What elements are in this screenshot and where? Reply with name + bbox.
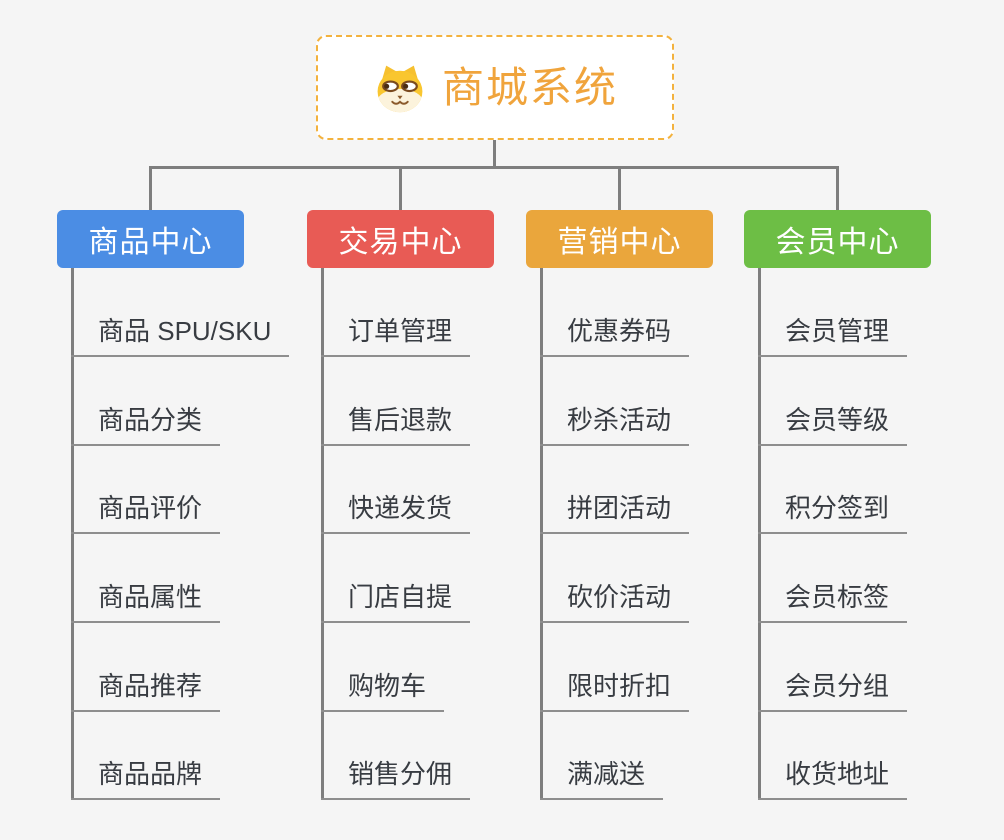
- leaf-node[interactable]: 砍价活动: [540, 579, 690, 623]
- leaf-node[interactable]: 会员标签: [758, 579, 908, 623]
- connector-drop-member: [836, 166, 839, 211]
- leaf-node[interactable]: 优惠券码: [540, 313, 690, 357]
- root-title: 商城系统: [441, 63, 618, 111]
- leaf-node[interactable]: 积分签到: [758, 490, 908, 534]
- leaf-node[interactable]: 拼团活动: [540, 490, 690, 534]
- branch-header-marketing[interactable]: 营销中心: [526, 210, 713, 268]
- branch-header-member[interactable]: 会员中心: [744, 210, 931, 268]
- leaf-node[interactable]: 收货地址: [758, 756, 908, 800]
- leaf-node[interactable]: 订单管理: [321, 313, 471, 357]
- connector-root-stub: [493, 139, 496, 168]
- leaf-node[interactable]: 售后退款: [321, 402, 471, 446]
- root-node[interactable]: 商城系统: [316, 35, 674, 140]
- leaf-node[interactable]: 会员等级: [758, 402, 908, 446]
- leaf-node[interactable]: 秒杀活动: [540, 402, 690, 446]
- leaf-node[interactable]: 商品品牌: [71, 756, 221, 800]
- leaf-node[interactable]: 商品分类: [71, 402, 221, 446]
- leaf-node[interactable]: 会员分组: [758, 668, 908, 712]
- leaf-node[interactable]: 门店自提: [321, 579, 471, 623]
- leaf-node[interactable]: 商品推荐: [71, 668, 221, 712]
- leaf-node[interactable]: 快递发货: [321, 490, 471, 534]
- branch-line-trade: [321, 268, 324, 800]
- branch-line-member: [758, 268, 761, 800]
- connector-drop-trade: [399, 166, 402, 211]
- branch-line-marketing: [540, 268, 543, 800]
- leaf-node[interactable]: 会员管理: [758, 313, 908, 357]
- leaf-node[interactable]: 限时折扣: [540, 668, 690, 712]
- leaf-node[interactable]: 销售分佣: [321, 756, 471, 800]
- leaf-node[interactable]: 满减送: [540, 756, 664, 800]
- branch-header-trade[interactable]: 交易中心: [307, 210, 494, 268]
- branch-line-product: [71, 268, 74, 800]
- connector-drop-product: [149, 166, 152, 211]
- leaf-node[interactable]: 商品属性: [71, 579, 221, 623]
- leaf-node[interactable]: 商品 SPU/SKU: [71, 313, 290, 357]
- branch-header-product[interactable]: 商品中心: [57, 210, 244, 268]
- connector-horizontal-bar: [149, 166, 839, 169]
- connector-drop-marketing: [618, 166, 621, 211]
- leaf-node[interactable]: 购物车: [321, 668, 445, 712]
- shiba-dog-icon: [372, 63, 428, 113]
- leaf-node[interactable]: 商品评价: [71, 490, 221, 534]
